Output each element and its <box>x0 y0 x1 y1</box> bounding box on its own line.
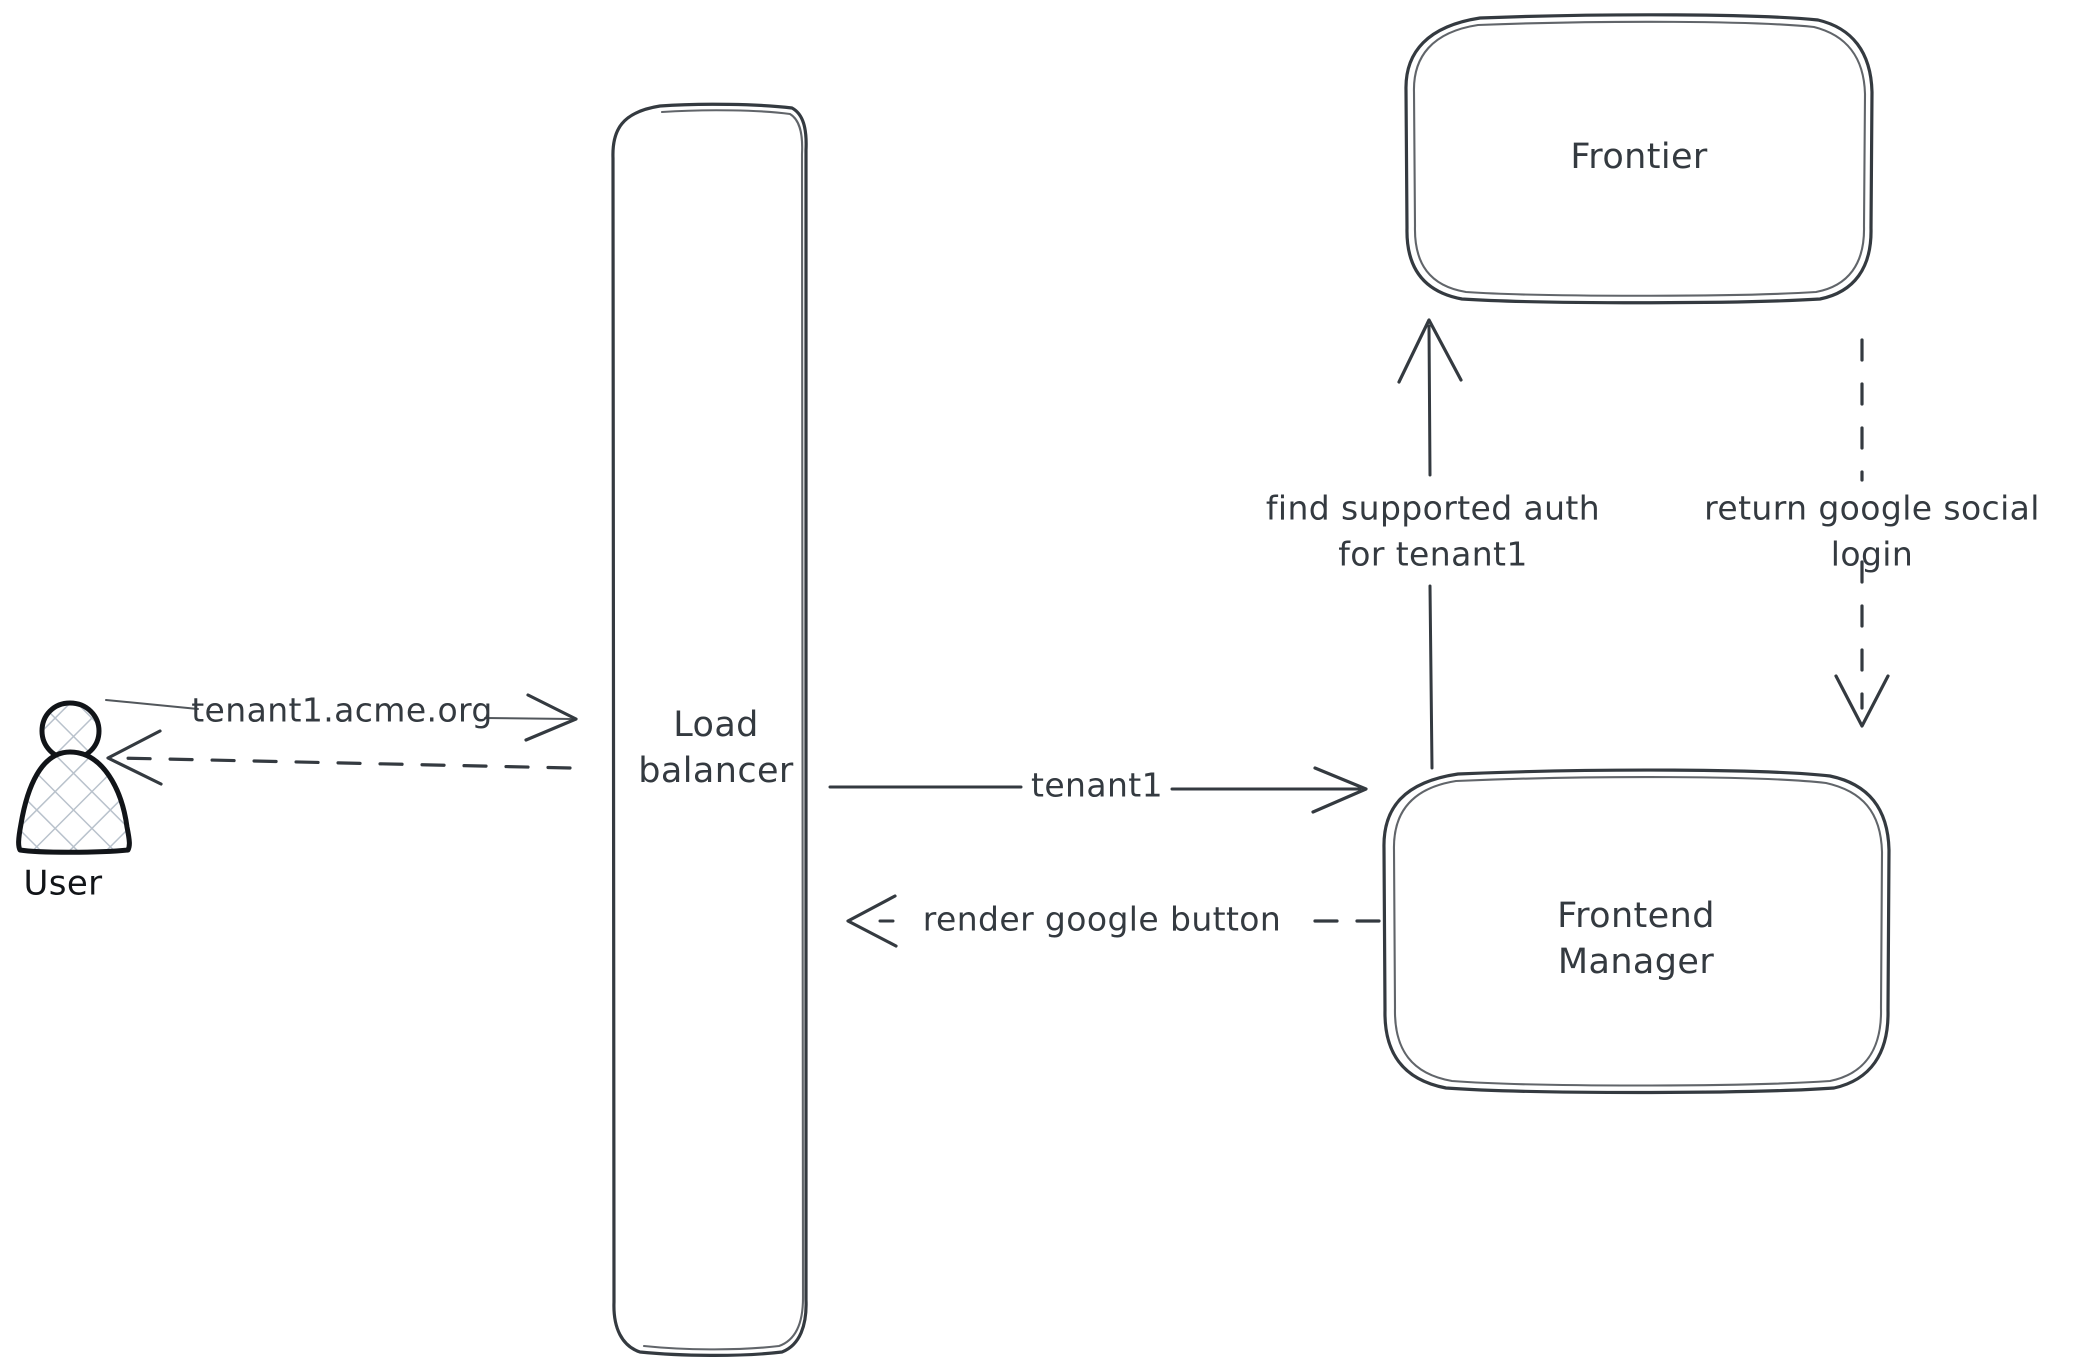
node-label-load-balancer-line1: Load <box>673 705 759 745</box>
node-label-load-balancer-line2: balancer <box>638 751 794 791</box>
edge-label-tenant1: tenant1 <box>1031 766 1163 805</box>
edge-label-tenant1-acme-org: tenant1.acme.org <box>191 691 493 730</box>
edge-frontier-to-frontend-manager[interactable]: return google social login <box>1704 338 2040 728</box>
actor-user[interactable]: User <box>16 700 132 904</box>
edge-frontend-manager-to-frontier[interactable]: find supported auth for tenant1 <box>1266 318 1600 770</box>
edge-load-balancer-to-frontend-manager[interactable]: tenant1 <box>828 766 1368 814</box>
edge-label-find-supported-auth-line2: for tenant1 <box>1338 535 1528 574</box>
edge-label-find-supported-auth-line1: find supported auth <box>1266 489 1600 528</box>
edge-label-return-google-social-line1: return google social <box>1704 489 2040 528</box>
actor-label-user: User <box>23 864 102 904</box>
node-load-balancer[interactable]: Load balancer <box>611 102 808 1357</box>
node-frontend-manager[interactable]: Frontend Manager <box>1382 768 1891 1095</box>
node-frontier[interactable]: Frontier <box>1404 13 1874 305</box>
edge-user-to-load-balancer[interactable]: tenant1.acme.org <box>105 691 578 742</box>
node-label-frontend-manager-line1: Frontend <box>1557 896 1715 936</box>
edge-label-render-google-button: render google button <box>923 900 1281 939</box>
edge-frontend-manager-to-load-balancer[interactable]: render google button <box>846 894 1381 948</box>
node-label-frontier: Frontier <box>1570 137 1708 177</box>
node-label-frontend-manager-line2: Manager <box>1558 942 1714 982</box>
edge-label-return-google-social-line2: login <box>1831 535 1913 574</box>
edge-load-balancer-to-user[interactable] <box>106 729 572 786</box>
